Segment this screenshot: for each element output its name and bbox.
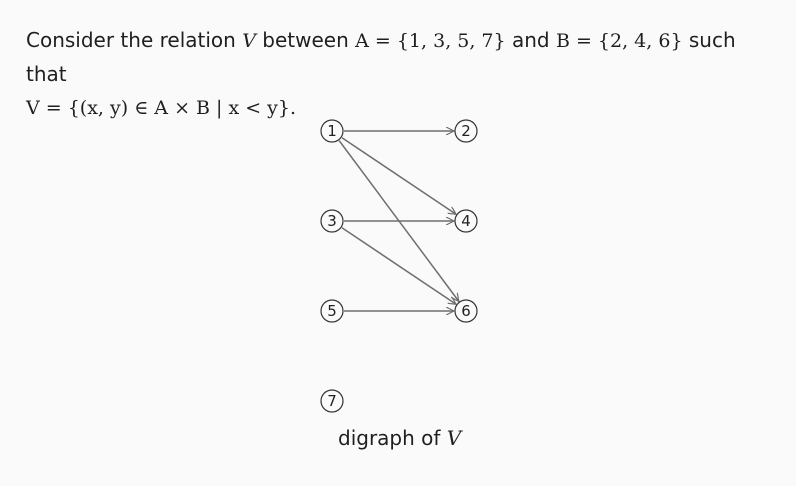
node-label: 3	[327, 212, 337, 230]
problem-statement: Consider the relation V between A = {1, …	[26, 24, 766, 125]
nodes-layer: 1 3 5 7 2 4 6	[320, 119, 478, 413]
relation-name: V	[242, 30, 256, 52]
node-circle	[454, 209, 478, 233]
node-4: 4	[454, 209, 478, 233]
node-circle	[454, 299, 478, 323]
node-label: 4	[461, 212, 471, 230]
node-circle	[320, 299, 344, 323]
node-circle	[320, 389, 344, 413]
digraph-caption: digraph of V	[338, 426, 461, 450]
node-7: 7	[320, 389, 344, 413]
node-label: 1	[327, 122, 337, 140]
node-1: 1	[320, 119, 344, 143]
node-5: 5	[320, 299, 344, 323]
caption-text: digraph of	[338, 426, 447, 450]
set-b-expression: B = {2, 4, 6}	[555, 30, 683, 52]
edge-3-to-6	[341, 227, 456, 305]
statement-prefix: Consider the relation	[26, 28, 243, 52]
node-2: 2	[454, 119, 478, 143]
node-label: 5	[327, 302, 337, 320]
statement-between: between	[255, 28, 356, 52]
node-label: 7	[327, 392, 337, 410]
set-a-expression: A = {1, 3, 5, 7}	[355, 30, 506, 52]
node-circle	[320, 209, 344, 233]
node-6: 6	[454, 299, 478, 323]
node-circle	[320, 119, 344, 143]
node-3: 3	[320, 209, 344, 233]
edge-1-to-4	[341, 137, 456, 215]
node-label: 2	[461, 122, 471, 140]
node-label: 6	[461, 302, 471, 320]
statement-suffix: such that	[26, 28, 736, 86]
caption-variable: V	[446, 426, 462, 450]
node-circle	[454, 119, 478, 143]
edges-layer	[338, 131, 459, 311]
statement-and: and	[505, 28, 556, 52]
relation-definition: V = {(x, y) ∈ A × B | x < y}.	[26, 97, 297, 119]
